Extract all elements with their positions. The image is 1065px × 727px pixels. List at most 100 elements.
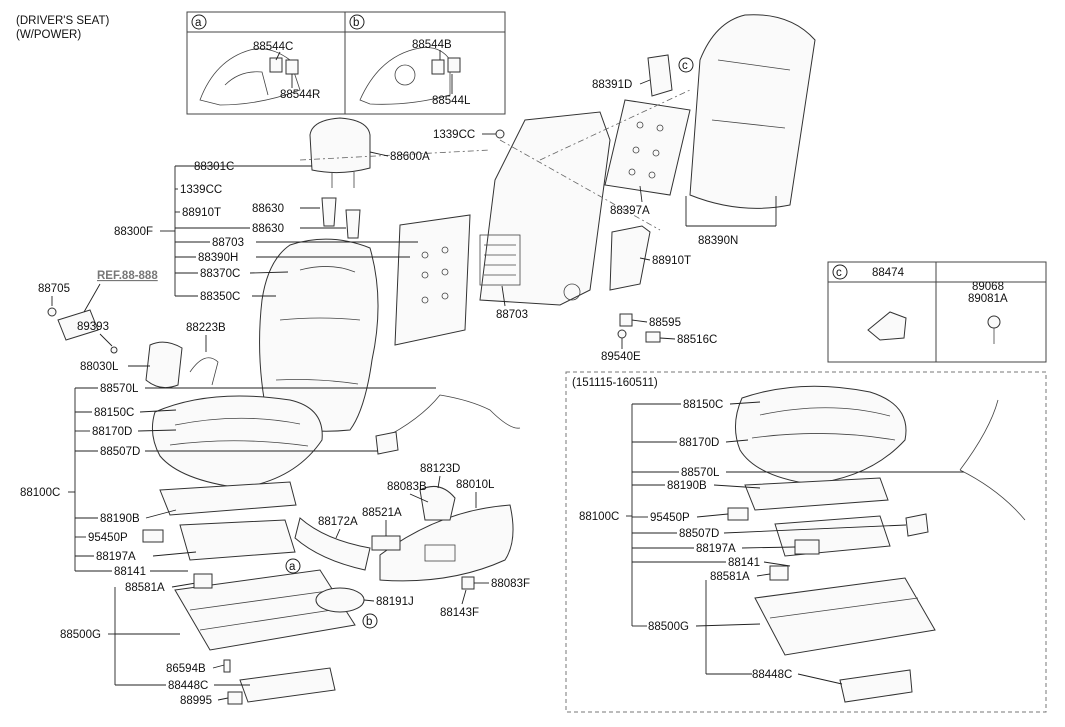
label-88170D: 88170D xyxy=(92,426,132,438)
cushion-group-bracket: 88100C 88570L 88150C 88170D 88507D 88190… xyxy=(20,383,436,578)
connector xyxy=(375,431,399,455)
back-panel: c xyxy=(678,14,816,209)
side-shield xyxy=(379,504,514,582)
variant-title: (151115-160511) xyxy=(572,377,658,389)
label-88544C: 88544C xyxy=(253,41,293,53)
variant-label-88100C: 88100C xyxy=(579,511,619,523)
switch-panel xyxy=(424,544,456,562)
inset-ab-box: a b 88544C 88544R 88544B 88544L xyxy=(186,11,506,115)
marker-b: b xyxy=(366,616,372,628)
label-88390H: 88390H xyxy=(198,252,238,264)
bracket-88391D xyxy=(647,54,673,97)
label-89081A: 89081A xyxy=(968,293,1008,305)
variant-label-88170D: 88170D xyxy=(679,437,719,449)
label-95450P: 95450P xyxy=(88,532,128,544)
cover-88030L xyxy=(145,341,183,389)
label-88544B: 88544B xyxy=(412,39,452,51)
label-88544R: 88544R xyxy=(280,89,320,101)
variant-label-88507D: 88507D xyxy=(679,528,719,540)
label-88507D: 88507D xyxy=(100,446,140,458)
label-88910T: 88910T xyxy=(652,255,691,267)
label-88703-group: 88703 xyxy=(212,237,244,249)
header-line-1: (DRIVER'S SEAT) xyxy=(16,15,110,27)
nut-1339CC xyxy=(495,129,505,139)
label-88705: 88705 xyxy=(38,283,70,295)
label-88581A: 88581A xyxy=(125,582,165,594)
label-88474: 88474 xyxy=(872,267,905,279)
label-88300F: 88300F xyxy=(114,226,153,238)
label-1339CC-group: 1339CC xyxy=(180,184,222,196)
knob-88083F xyxy=(461,576,475,590)
label-88083F: 88083F xyxy=(491,578,530,590)
variant-bracket: 88100C 88150C 88170D 88570L 88190B 95450… xyxy=(579,399,964,685)
label-88521A: 88521A xyxy=(362,507,402,519)
label-88223B: 88223B xyxy=(186,322,226,334)
variant-label-88570L: 88570L xyxy=(681,467,720,479)
label-88397A: 88397A xyxy=(610,205,650,217)
label-88100C: 88100C xyxy=(20,487,60,499)
side-trim xyxy=(294,517,371,571)
label-88600A: 88600A xyxy=(390,151,430,163)
label-88995: 88995 xyxy=(180,695,212,707)
track-group-bracket: 88500G 88581A 86594B 88448C 88995 xyxy=(60,573,250,707)
clip-88595 xyxy=(619,313,633,327)
cushion-pan xyxy=(159,481,297,561)
label-89540E: 89540E xyxy=(601,351,641,363)
variant-label-88448C: 88448C xyxy=(752,669,792,681)
headrest xyxy=(309,117,371,239)
label-88197A: 88197A xyxy=(96,551,136,563)
bolt-88705 xyxy=(47,307,57,317)
label-88190B: 88190B xyxy=(100,513,140,525)
label-88544L: 88544L xyxy=(432,95,471,107)
lumbar-panel xyxy=(604,99,691,196)
washer-89393 xyxy=(110,346,118,354)
marker-a: a xyxy=(289,561,296,573)
seat-cushion xyxy=(151,395,323,489)
ref-label[interactable]: REF.88-888 xyxy=(97,270,158,282)
backrest-cover xyxy=(259,238,379,432)
switch-88521A xyxy=(371,535,401,551)
label-88448C: 88448C xyxy=(168,680,208,692)
label-88150C: 88150C xyxy=(94,407,134,419)
header-line-2: (W/POWER) xyxy=(16,29,81,41)
side-bolster xyxy=(609,225,651,291)
label-88391D: 88391D xyxy=(592,79,632,91)
label-88516C: 88516C xyxy=(677,334,717,346)
label-88123D: 88123D xyxy=(420,463,460,475)
motor-88581A xyxy=(193,573,213,589)
variant-label-88190B: 88190B xyxy=(667,480,707,492)
buckle-88705 xyxy=(57,309,99,341)
label-88500G: 88500G xyxy=(60,629,101,641)
inset-c-box: c 88474 89068 89081A xyxy=(827,261,1047,363)
assembly-centerline xyxy=(299,89,691,231)
cover-88995 xyxy=(227,691,243,705)
marker-c: c xyxy=(682,60,688,72)
variant-box: (151115-160511) xyxy=(565,371,1047,713)
module-95450P xyxy=(142,529,164,543)
label-89393: 89393 xyxy=(77,321,109,333)
inset-b-marker: b xyxy=(353,17,359,29)
backrest-frame xyxy=(479,111,611,306)
backrest-pad xyxy=(394,214,471,346)
clip-89540E xyxy=(617,329,627,339)
label-88141: 88141 xyxy=(114,566,146,578)
variant-label-95450P: 95450P xyxy=(650,512,690,524)
label-88630-a: 88630 xyxy=(252,203,284,215)
label-88910T-group: 88910T xyxy=(182,207,221,219)
inset-c-marker: c xyxy=(836,267,842,279)
variant-label-88150C: 88150C xyxy=(683,399,723,411)
label-88350C: 88350C xyxy=(200,291,240,303)
label-88030L: 88030L xyxy=(80,361,119,373)
label-88172A: 88172A xyxy=(318,516,358,528)
motor-88191J xyxy=(315,587,365,613)
label-88191J: 88191J xyxy=(376,596,414,608)
bracket-88123D xyxy=(419,485,456,521)
inset-a-marker: a xyxy=(195,17,202,29)
callouts: 88600A 1339CC 88391D 88397A 88390N 88910… xyxy=(38,79,777,619)
label-88703: 88703 xyxy=(496,309,528,321)
variant-label-88141: 88141 xyxy=(728,557,760,569)
variant-drawings xyxy=(727,385,1026,703)
backrest-group-bracket: 88300F 88301C 1339CC 88910T 88630 88630 … xyxy=(114,161,418,303)
label-86594B: 86594B xyxy=(166,663,206,675)
